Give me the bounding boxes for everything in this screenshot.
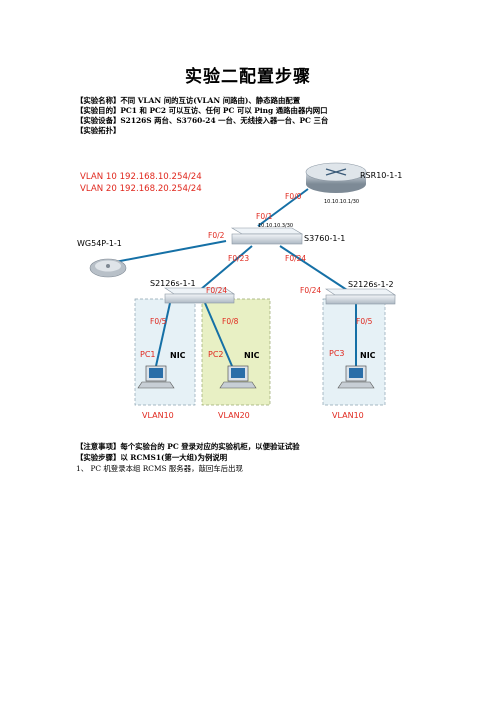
cable-core-ap xyxy=(114,240,227,263)
cables xyxy=(114,188,357,367)
switch1-icon xyxy=(164,287,235,304)
step-1: 1、 PC 机登录本组 RCMS 服务器，敲回车后出现 xyxy=(76,464,243,473)
pc2-label: PC2 xyxy=(208,350,224,359)
port-core-f024: F0/24 xyxy=(285,254,306,263)
switch2-name: S2126s-1-2 xyxy=(348,280,394,289)
vlan10-label-right: VLAN10 xyxy=(332,411,364,420)
vlan20-address-label: VLAN 20 192.168.20.254/24 xyxy=(80,184,202,194)
router-ip-label: 10.10.10.1/30 xyxy=(324,199,359,205)
cable-sw1-pc2 xyxy=(204,302,233,367)
core-switch-name: S3760-1-1 xyxy=(304,234,345,243)
port-sw2-f05: F0/5 xyxy=(356,317,373,326)
note-precautions: 【注意事项】每个实验台的 PC 登录对应的实验机柜，以便验证试验 xyxy=(76,442,300,451)
meta-experiment-devices: 【实验设备】S2126S 两台、S3760-24 一台、无线接入器一台、PC 三… xyxy=(76,116,329,125)
meta-experiment-name: 【实验名称】不同 VLAN 间的互访(VLAN 间路由)、静态路由配置 xyxy=(76,96,301,105)
pc2-icon xyxy=(219,365,257,389)
port-router-f00: F0/0 xyxy=(285,192,302,201)
core-ip-label: 10.10.10.3/30 xyxy=(258,223,293,229)
nic-label-pc3: NIC xyxy=(360,351,376,360)
wireless-ap-icon xyxy=(89,258,127,278)
port-sw1-f024: F0/24 xyxy=(206,286,227,295)
port-core-f02: F0/2 xyxy=(208,231,225,240)
meta-experiment-goal: 【实验目的】PC1 和 PC2 可以互访、任何 PC 可以 Ping 通路由器内… xyxy=(76,106,328,115)
pc1-label: PC1 xyxy=(140,350,156,359)
nic-label-pc1: NIC xyxy=(170,351,186,360)
switch1-name: S2126s-1-1 xyxy=(150,279,196,288)
vlan10-address-label: VLAN 10 192.168.10.254/24 xyxy=(80,172,202,182)
router-name: RSR10-1-1 xyxy=(360,171,402,180)
core-switch-icon xyxy=(230,227,304,245)
meta-topology-heading: 【实验拓扑】 xyxy=(76,126,121,135)
switch2-icon xyxy=(325,288,396,305)
page-title: 实验二配置步骤 xyxy=(185,67,311,87)
port-sw1-f08: F0/8 xyxy=(222,317,239,326)
vlan10-label-left: VLAN10 xyxy=(142,411,174,420)
pc1-icon xyxy=(137,365,175,389)
port-core-f023: F0/23 xyxy=(228,254,249,263)
port-sw1-f05: F0/5 xyxy=(150,317,167,326)
nic-label-pc2: NIC xyxy=(244,351,260,360)
pc3-icon xyxy=(337,365,375,389)
note-steps-heading: 【实验步骤】以 RCMS1(第一大组)为例说明 xyxy=(76,453,228,462)
pc3-label: PC3 xyxy=(329,349,345,358)
port-core-f01: F0/1 xyxy=(256,212,273,221)
cable-router-core xyxy=(257,188,309,227)
cable-sw1-pc1 xyxy=(155,302,171,367)
cable-core-sw2 xyxy=(279,245,351,293)
ap-name: WG54P-1-1 xyxy=(77,239,122,248)
cable-core-sw1 xyxy=(199,245,253,291)
vlan20-label: VLAN20 xyxy=(218,411,250,420)
port-sw2-f024: F0/24 xyxy=(300,286,321,295)
router-icon xyxy=(305,162,367,193)
